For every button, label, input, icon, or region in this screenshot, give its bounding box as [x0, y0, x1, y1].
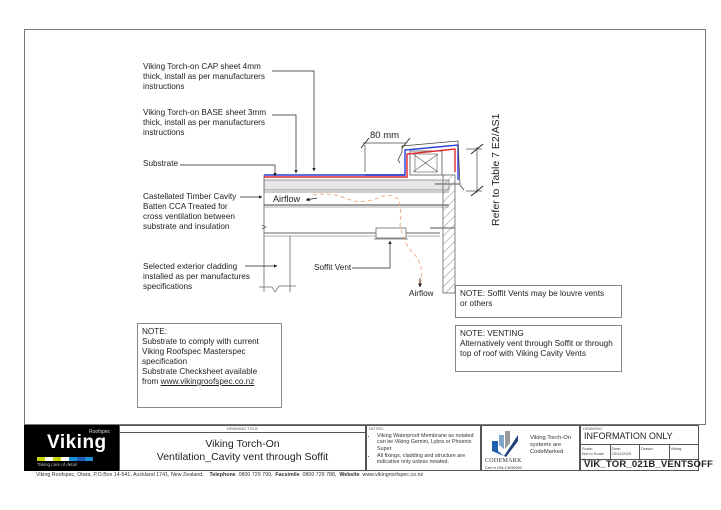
drawing-number: VIK_TOR_021B_VENTSOFF — [584, 459, 714, 470]
soffit-vent-note: NOTE: Soffit Vents may be louvre vents o… — [455, 285, 622, 318]
viking-logo: Roofspec Viking Taking care of detail — [24, 425, 119, 471]
cap-sheet-label: Viking Torch-on CAP sheet 4mm thick, ins… — [143, 62, 265, 91]
scale-field: Scale:Not to Scale — [581, 445, 611, 459]
notes-item: Viking Waterproof Membrane as notated ca… — [377, 433, 478, 452]
drawing-title-line1: Viking Torch-On — [205, 438, 280, 450]
drawing-title: Viking Torch-On Ventilation_Cavity vent … — [120, 438, 365, 464]
fascia-wall — [442, 174, 456, 294]
substrate-board — [263, 179, 450, 191]
footer-website[interactable]: www.vikingroofspec.co.nz — [362, 472, 424, 478]
drawn-field: Drawn: — [640, 445, 670, 459]
notes-cell: NOTES: Viking Waterproof Membrane as not… — [366, 425, 481, 471]
airflow-label-bottom: Airflow — [409, 289, 434, 298]
drawing-info-cell: DRAWING INFORMATION ONLY Scale:Not to Sc… — [580, 425, 713, 471]
substrate-note-title: NOTE: — [142, 327, 168, 336]
website-link[interactable]: www.vikingroofspec.co.nz — [160, 377, 255, 386]
dimension-80mm: 80 mm — [370, 130, 400, 141]
footer-website-label: Website — [339, 472, 360, 478]
base-sheet-label: Viking Torch-on BASE sheet 3mm thick, in… — [143, 108, 267, 137]
notes-item: All fixings, cladding and structure are … — [377, 453, 478, 466]
footer-facsimile-label: Facsimile — [275, 472, 300, 478]
logo-word: Viking — [47, 432, 107, 453]
date-field: Date:23/11/2020 — [611, 445, 640, 459]
logo-color-bar — [37, 457, 93, 461]
logo-sub: Roofspec — [89, 429, 111, 435]
soffit-vent-shape — [375, 227, 407, 239]
drawing-frame — [24, 29, 706, 425]
status-label: INFORMATION ONLY — [584, 431, 673, 441]
drawing-title-caption: DRAWING TITLE — [120, 426, 365, 433]
venting-note: NOTE: VENTING Alternatively vent through… — [455, 325, 622, 372]
codemark-name: CODEMARK — [485, 458, 522, 464]
footer-telephone-label: Telephone — [209, 472, 236, 478]
drawing-no-caption: Drawing No. — [583, 458, 603, 462]
footer: Viking Roofspec, Otara, P.O.Box 14-541, … — [36, 472, 423, 478]
substrate-label: Substrate — [143, 159, 179, 168]
notes-caption: NOTES: — [369, 426, 384, 431]
codemark-cert: Cert # GM-CM30092 — [485, 465, 523, 470]
codemark-cell: CODEMARK Cert # GM-CM30092 Viking Torch-… — [481, 425, 580, 471]
batten-label: Castellated Timber Cavity Batten CCA Tre… — [143, 192, 237, 231]
codemark-icon — [492, 431, 518, 457]
base-sheet-line — [264, 148, 456, 178]
reference-label: Refer to Table 7 E2/AS1 — [490, 113, 502, 226]
airflow-path — [312, 193, 423, 286]
substrate-note-body: Substrate to comply with current Viking … — [142, 337, 259, 386]
footer-facsimile: 0800 729 788, — [302, 472, 337, 478]
cap-sheet-line — [264, 144, 459, 180]
drawing-title-cell: DRAWING TITLE Viking Torch-On Ventilatio… — [119, 425, 366, 471]
drawing-title-line2: Ventilation_Cavity vent through Soffit — [156, 451, 329, 463]
company-field: Viking — [670, 446, 682, 451]
logo-tagline: Taking care of detail — [37, 462, 78, 467]
footer-address: Viking Roofspec, Otara, P.O.Box 14-541, … — [36, 472, 204, 478]
cladding-label: Selected exterior cladding installed as … — [143, 262, 250, 291]
drawing-meta-row: Scale:Not to Scale Date:23/11/2020 Drawn… — [581, 444, 698, 460]
footer-telephone: 0800 729 799, — [238, 472, 273, 478]
codemark-text: Viking Torch-On systems are CodeMarked — [530, 435, 572, 455]
notes-list: Viking Waterproof Membrane as notated ca… — [367, 433, 478, 466]
airflow-label-top: Airflow — [273, 194, 301, 204]
soffit-vent-label: Soffit Vent — [314, 263, 352, 272]
substrate-note: NOTE: Substrate to comply with current V… — [137, 323, 282, 408]
drawing-caption: DRAWING — [583, 426, 603, 431]
